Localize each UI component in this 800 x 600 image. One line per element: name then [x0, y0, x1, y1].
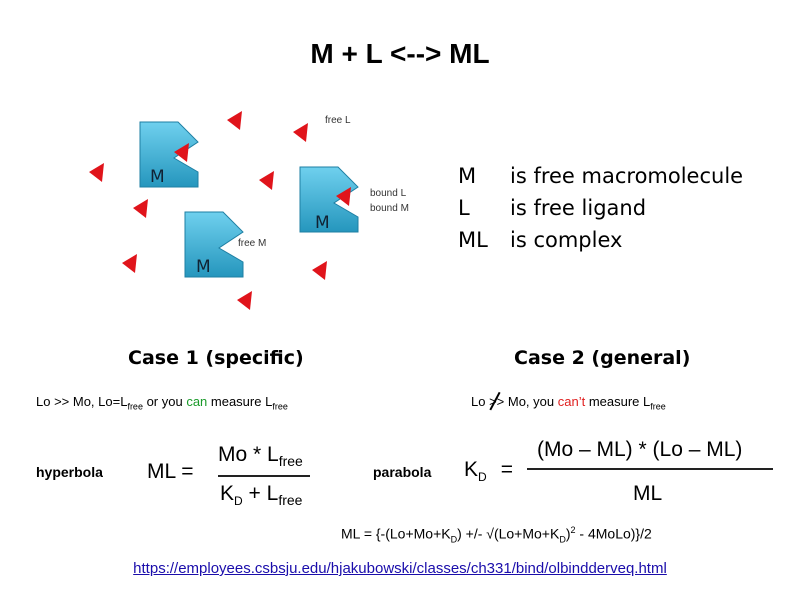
- hyperbola-label: hyperbola: [36, 464, 103, 480]
- not-much-greater-symbol: >>: [489, 394, 505, 409]
- hyperbola-lhs: ML =: [147, 460, 194, 483]
- svg-text:M: M: [196, 257, 211, 277]
- bound-l-label: bound L: [370, 188, 407, 199]
- svg-text:M: M: [315, 213, 330, 233]
- free-l-label: free L: [325, 115, 351, 126]
- svg-text:M: M: [150, 167, 165, 187]
- macromolecule-1: M: [139, 121, 199, 188]
- quadratic-solution: ML = {-(Lo+Mo+KD) +/- √(Lo+Mo+KD)2 - 4Mo…: [341, 525, 652, 545]
- case1-condition: Lo >> Mo, Lo=Lfree or you can measure Lf…: [36, 394, 288, 412]
- parabola-lhs: KD=: [464, 458, 513, 485]
- hyperbola-denominator: KD + Lfree: [220, 482, 303, 509]
- case1-heading: Case 1 (specific): [128, 347, 304, 369]
- parabola-numerator: (Mo – ML) * (Lo – ML): [537, 438, 743, 461]
- reference-link[interactable]: https://employees.csbsju.edu/hjakubowski…: [133, 560, 667, 577]
- case2-condition: Lo >> Mo, you can’t measure Lfree: [471, 391, 666, 412]
- free-m-label: free M: [238, 238, 267, 249]
- macromolecule-2: M: [184, 211, 244, 278]
- not-much-greater-wrapper: >>: [489, 391, 505, 411]
- parabola-denominator: ML: [633, 482, 663, 505]
- case2-heading: Case 2 (general): [514, 347, 691, 369]
- parabola-fraction-bar: [527, 468, 773, 470]
- hyperbola-fraction-bar: [218, 475, 310, 477]
- hyperbola-numerator: Mo * Lfree: [218, 443, 303, 470]
- macromolecule-3: M: [299, 166, 359, 233]
- binding-diagram: M M M: [89, 111, 359, 310]
- bound-m-label: bound M: [370, 203, 409, 214]
- slide-title: M + L <--> ML: [310, 38, 490, 69]
- parabola-label: parabola: [373, 464, 432, 480]
